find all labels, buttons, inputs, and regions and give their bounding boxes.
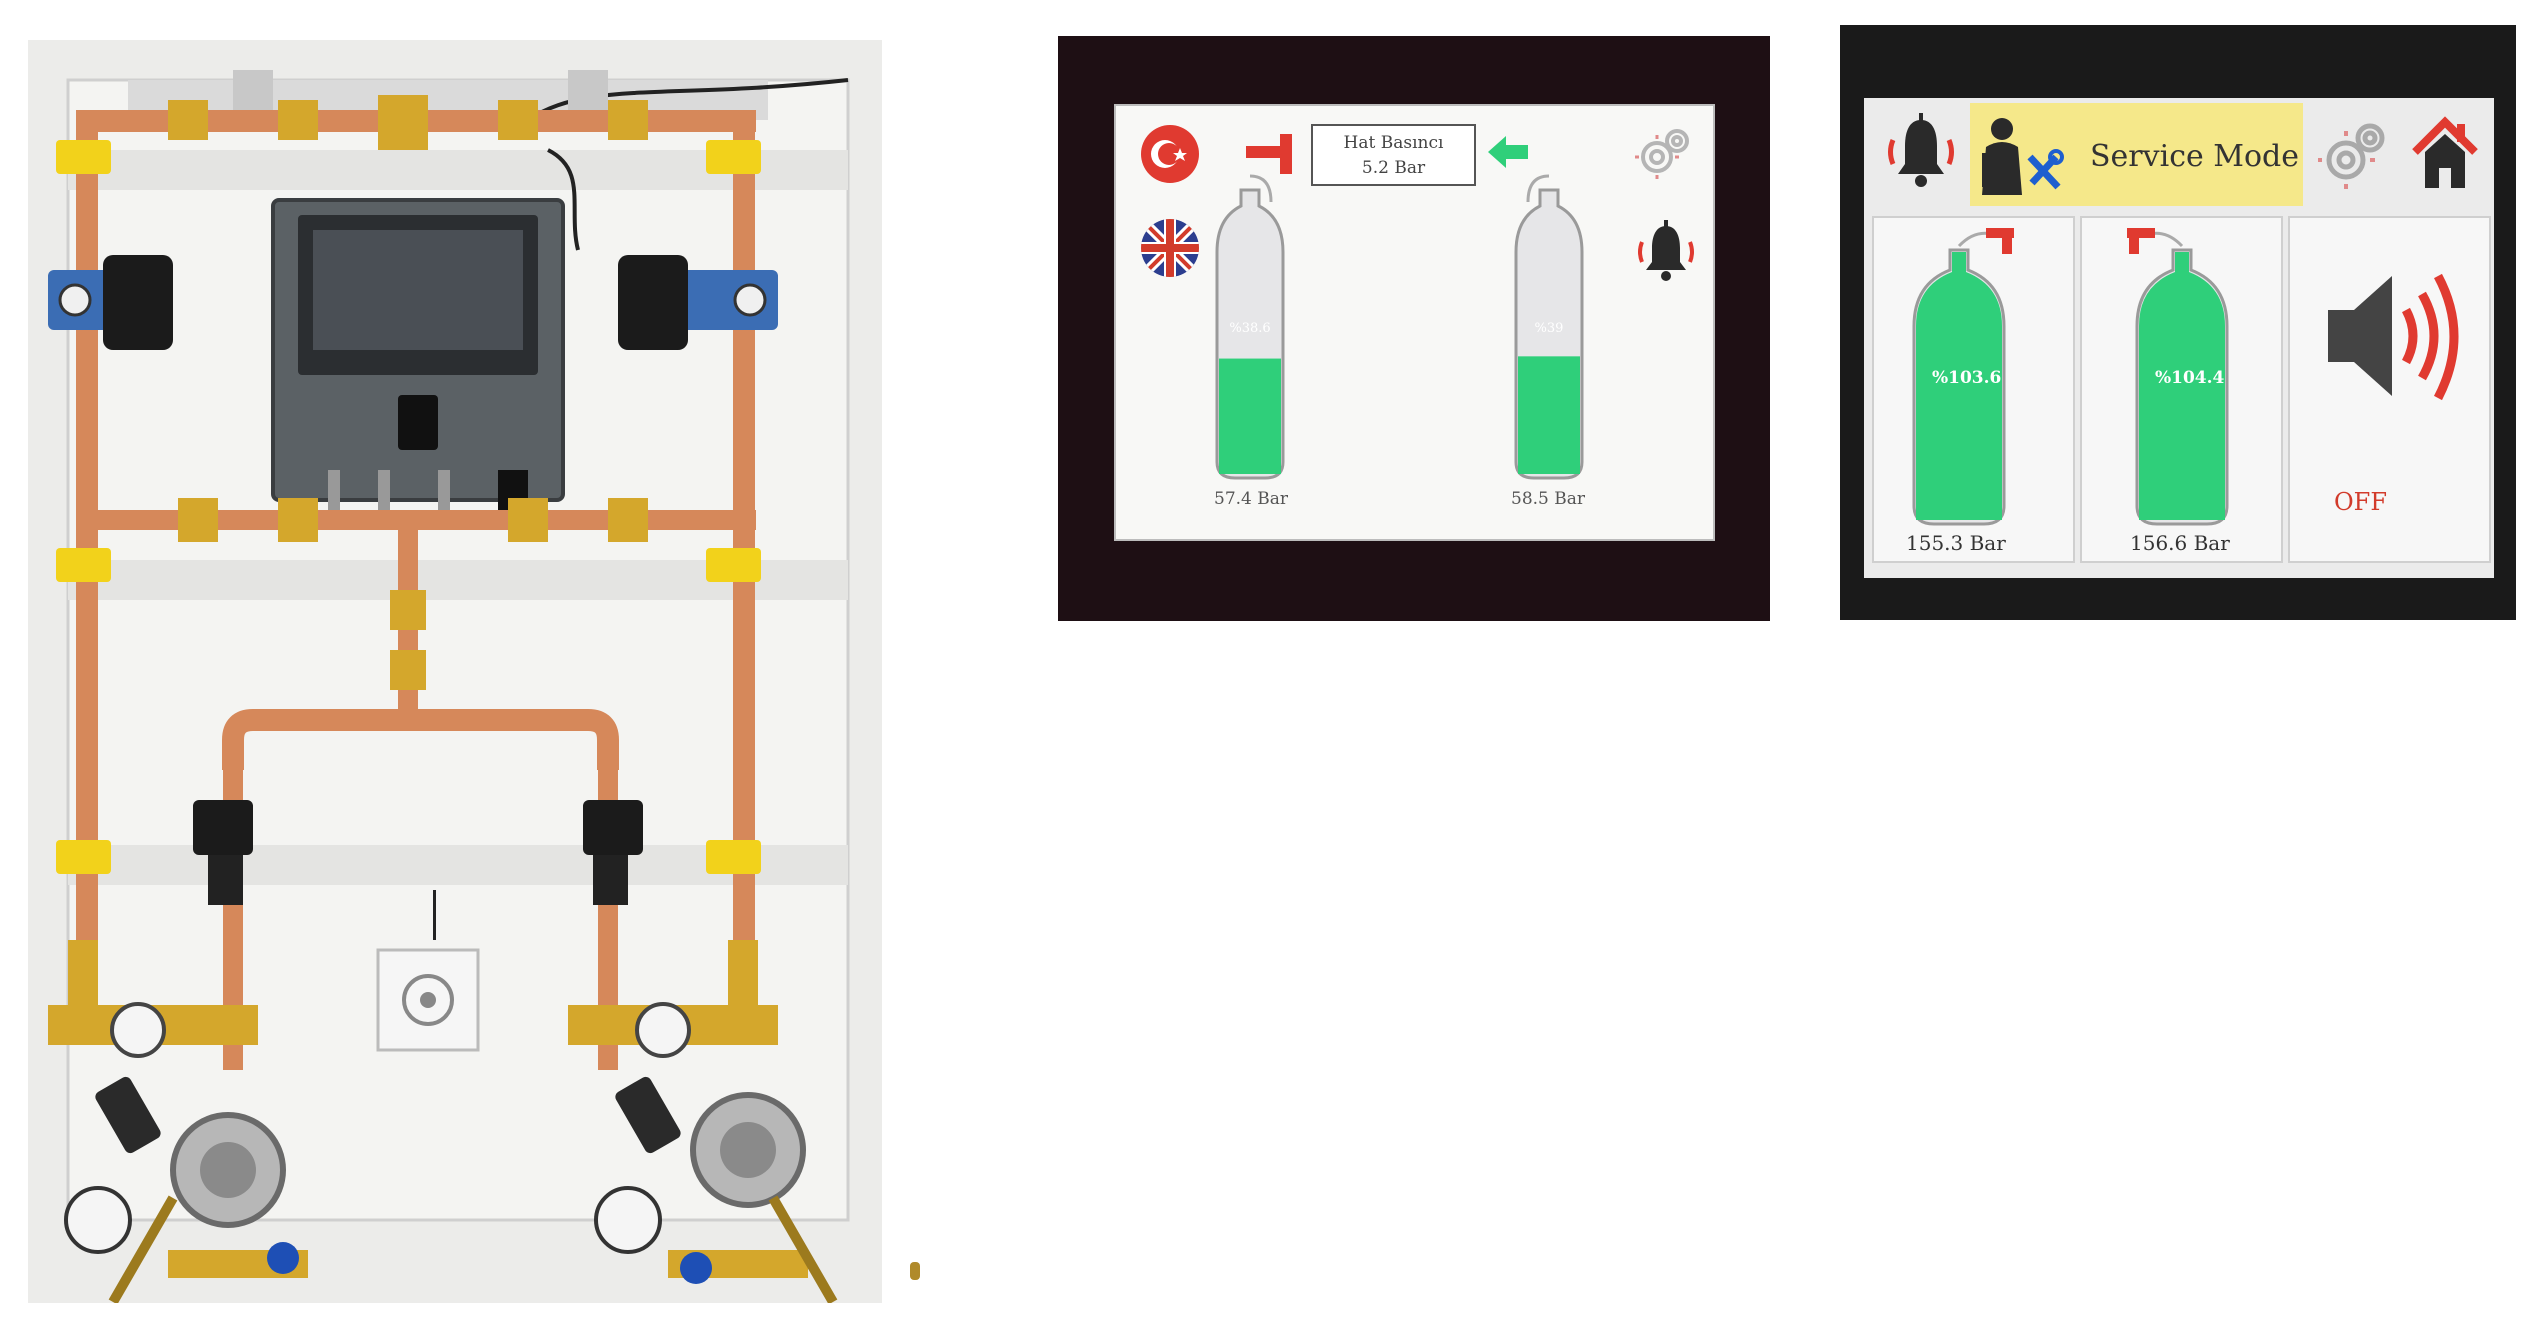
hmi-main-display: Hat Basıncı 5.2 Bar 1 %38.6 57.4 Bar 2 — [1114, 104, 1715, 541]
hmi-service-display: Service Mode %103.6 155.3 Bar — [1864, 98, 2494, 578]
hmi-service-screen: Service Mode %103.6 155.3 Bar — [1840, 25, 2516, 620]
green-arrow-icon — [1488, 132, 1532, 172]
turkish-flag-icon[interactable] — [1140, 124, 1200, 184]
buzzer-cell[interactable] — [2288, 216, 2491, 563]
cylinder-1: %38.6 — [1215, 174, 1285, 480]
cylinder-2: %39 — [1514, 174, 1584, 480]
manifold-photo — [28, 40, 882, 1303]
cylinder-1-pressure: 57.4 Bar — [1214, 489, 1289, 509]
cylinder-2-cell: %104.4 156.6 Bar — [2080, 216, 2283, 563]
uk-flag-icon[interactable] — [1140, 218, 1200, 278]
red-valve-icon — [1246, 134, 1296, 174]
cylinder-1 — [1912, 228, 2014, 526]
gear-icon[interactable] — [2316, 114, 2391, 194]
gear-icon[interactable] — [1631, 121, 1695, 185]
cylinder-1-cell: %103.6 155.3 Bar — [1872, 216, 2075, 563]
cylinder-2 — [2127, 228, 2229, 526]
svg-text:%39: %39 — [1535, 321, 1564, 336]
hmi-main-screen: Hat Basıncı 5.2 Bar 1 %38.6 57.4 Bar 2 — [1058, 36, 1770, 621]
line-pressure-title: Hat Basıncı — [1343, 133, 1444, 153]
cylinder-2-pressure: 58.5 Bar — [1511, 489, 1586, 509]
cylinder-1-pressure: 155.3 Bar — [1906, 531, 2006, 555]
alarm-bell-icon[interactable] — [1886, 110, 1956, 195]
cylinder-1-percent: %103.6 — [1932, 368, 2002, 388]
cylinder-2-pressure: 156.6 Bar — [2130, 531, 2230, 555]
stray-mark — [910, 1262, 920, 1280]
line-pressure-box: Hat Basıncı 5.2 Bar — [1311, 124, 1476, 186]
home-icon[interactable] — [2409, 112, 2481, 192]
speaker-icon[interactable] — [2318, 258, 2468, 418]
cylinder-2-percent: %104.4 — [2155, 368, 2225, 388]
service-mode-banner[interactable]: Service Mode — [1970, 103, 2303, 206]
svg-text:%38.6: %38.6 — [1229, 321, 1270, 336]
line-pressure-value: 5.2 Bar — [1361, 158, 1426, 178]
service-technician-icon — [1976, 113, 2066, 198]
buzzer-status: OFF — [2334, 488, 2387, 516]
service-mode-label: Service Mode — [2090, 139, 2300, 174]
alarm-bell-icon[interactable] — [1636, 218, 1696, 288]
